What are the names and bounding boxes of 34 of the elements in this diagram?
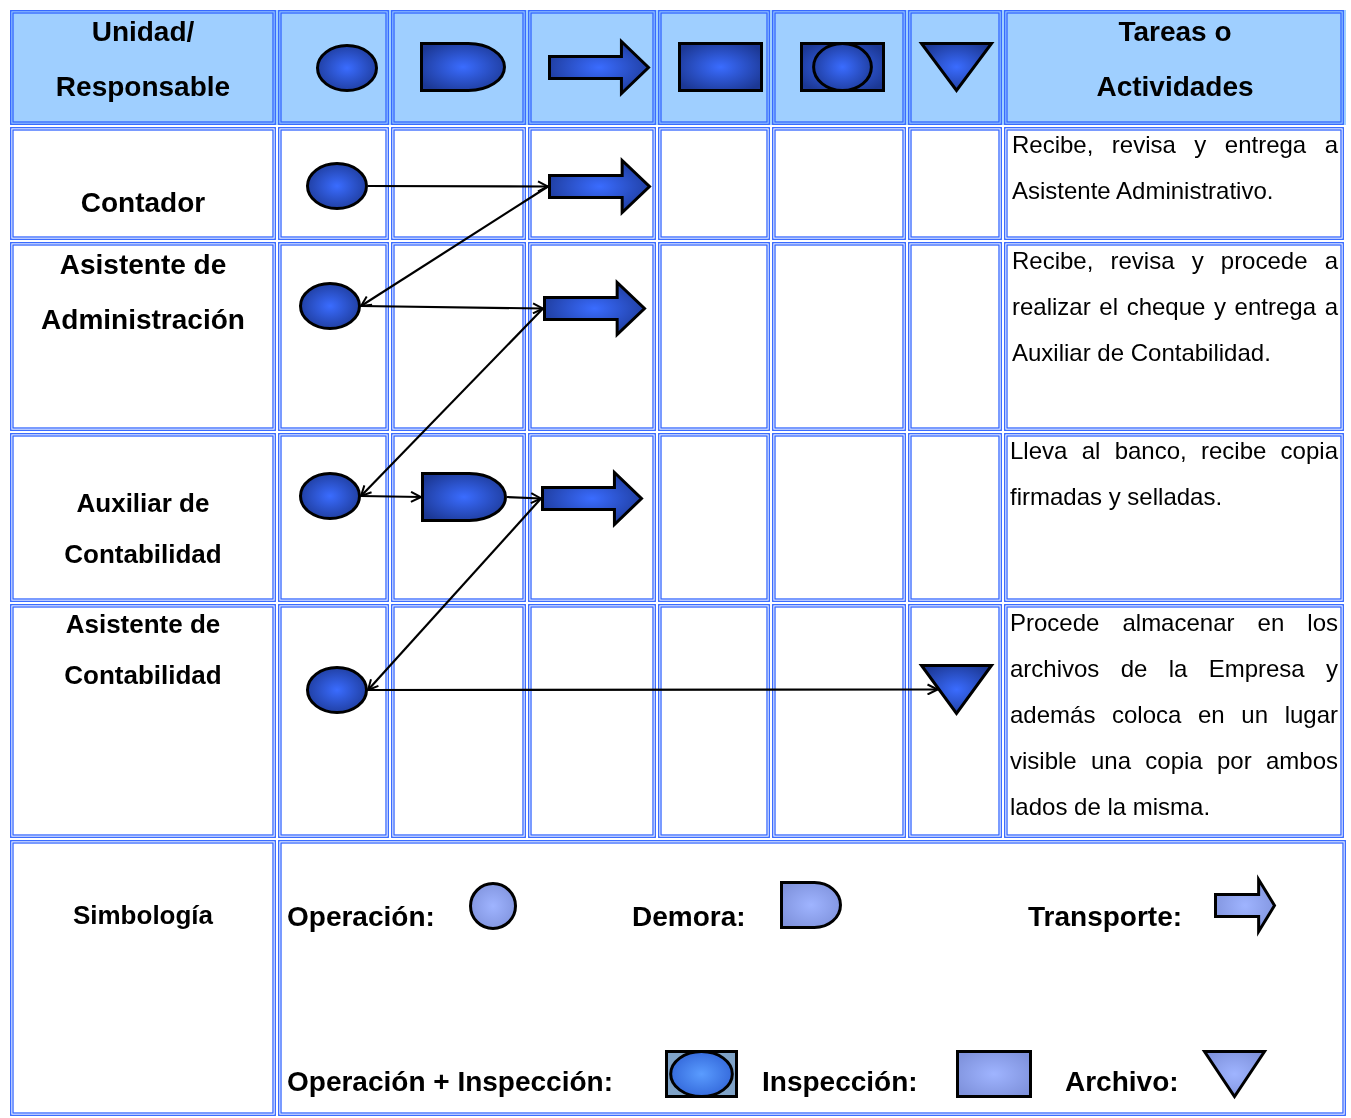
arrow	[506, 492, 542, 505]
legend-label: Transporte:	[1028, 900, 1183, 934]
task-description: Recibe, revisa y procede a realizar el cheque y entrega a Auxiliar de Contabilidad.	[1012, 246, 1338, 368]
column-header: Tareas o Actividades	[1095, 15, 1255, 104]
task-description: Lleva al banco, recibe copia firmadas y selladas.	[1010, 436, 1338, 512]
operation-ellipse	[299, 472, 361, 520]
arrow	[360, 185, 549, 307]
row-header: Contador	[79, 186, 207, 220]
operation-ellipse	[299, 282, 361, 330]
arrow	[368, 180, 549, 193]
transport-block-arrow	[548, 159, 651, 214]
task-description: Recibe, revisa y entrega a Asistente Administrativo.	[1012, 130, 1338, 206]
row-header: Asistente de Administración	[40, 248, 246, 337]
row-header: Auxiliar de Contabilidad	[63, 487, 223, 571]
row-header: Simbología	[71, 899, 215, 932]
transport-block-arrow	[541, 471, 643, 526]
legend-label: Operación + Inspección:	[287, 1065, 613, 1099]
arrow	[367, 497, 542, 691]
legend-label: Operación:	[287, 900, 435, 934]
operation-ellipse	[306, 666, 368, 714]
delay-shape	[421, 472, 507, 522]
arrow	[361, 302, 544, 315]
archive-triangle	[920, 664, 993, 715]
transport-block-arrow	[543, 281, 646, 336]
legend-label: Demora:	[632, 900, 746, 934]
operation-ellipse	[306, 162, 368, 210]
column-header: Unidad/ Responsable	[54, 15, 232, 104]
row-header: Asistente de Contabilidad	[63, 608, 223, 692]
legend-label: Inspección:	[762, 1065, 918, 1099]
arrow	[360, 307, 544, 497]
legend-label: Archivo:	[1065, 1065, 1179, 1099]
arrow	[368, 683, 939, 696]
task-description: Procede almacenar en los archivos de la Empresa y además coloca en un lugar visible una copia por ambos lados de la misma.	[1010, 608, 1338, 822]
arrow	[361, 490, 422, 503]
